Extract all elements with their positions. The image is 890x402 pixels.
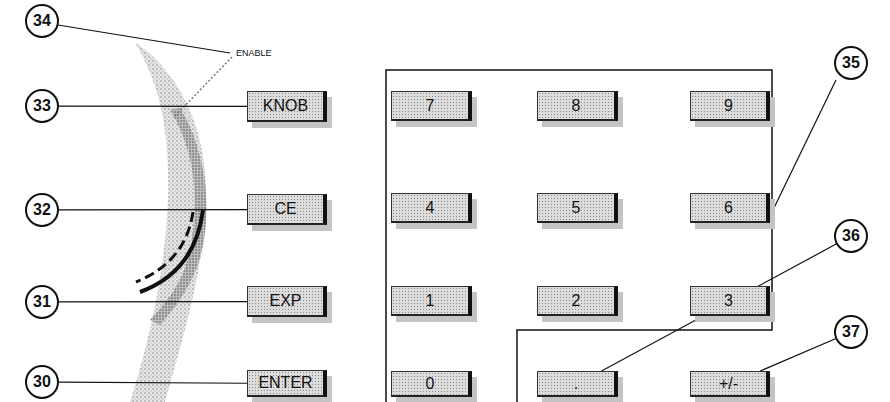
key-label: KNOB: [263, 97, 308, 115]
key-label: ENTER: [258, 374, 312, 392]
callout-circle: 36: [834, 219, 868, 253]
leader-line: [59, 382, 247, 383]
key-label: .: [574, 375, 578, 393]
keypad-key: 7: [391, 91, 472, 121]
key-label: 1: [426, 292, 435, 310]
enable-region: [130, 42, 206, 402]
callout-number: 30: [33, 373, 51, 391]
key-label: EXP: [269, 292, 301, 310]
callout-circle: 33: [25, 89, 59, 123]
key-label: 6: [724, 199, 733, 217]
key-label: 8: [572, 97, 581, 115]
keypad-key: 9: [690, 91, 770, 121]
key-label: 9: [724, 97, 733, 115]
enable-arc-dashed: [136, 212, 193, 282]
key-label: 7: [426, 97, 435, 115]
callout-number: 37: [842, 323, 860, 341]
signal-label: ENABLE: [236, 48, 272, 58]
keypad-bracket: [386, 70, 772, 402]
keypad-key: 8: [537, 91, 618, 121]
enable-pointer: [175, 57, 232, 116]
leader-line: [59, 301, 247, 303]
keypad-key: 3: [690, 286, 770, 316]
keypad-key: 0: [391, 371, 472, 397]
callout-number: 32: [33, 201, 51, 219]
keypad-key: +/-: [690, 371, 770, 397]
callout-circle: 30: [25, 365, 59, 399]
keypad-key: ENTER: [247, 370, 327, 397]
enable-arc: [140, 210, 203, 292]
callout-number: 34: [33, 12, 51, 30]
callout-circle: 34: [25, 4, 59, 38]
leader-line: [59, 105, 247, 107]
keypad-key: 1: [391, 286, 472, 316]
callout-number: 31: [33, 293, 51, 311]
keypad-key: 2: [537, 286, 618, 316]
leader-line: [58, 25, 230, 53]
callout-number: 35: [842, 54, 860, 72]
keypad-key: 5: [537, 193, 618, 223]
key-label: 2: [572, 292, 581, 310]
keypad-key: KNOB: [247, 91, 327, 122]
callout-number: 36: [842, 227, 860, 245]
leader-line: [602, 244, 837, 371]
enable-band: [150, 108, 207, 325]
callout-circle: 31: [25, 285, 59, 319]
key-label: +/-: [719, 375, 738, 393]
keypad-key: 6: [690, 193, 770, 223]
key-label: CE: [274, 200, 296, 218]
leader-line: [59, 209, 247, 211]
callout-circle: 35: [834, 46, 868, 80]
keypad-key: 4: [391, 193, 472, 223]
keypad-key: .: [537, 371, 618, 397]
keypad-key: CE: [247, 194, 327, 225]
callout-circle: 37: [834, 315, 868, 349]
keypad-key: EXP: [247, 286, 327, 317]
leader-line: [760, 339, 835, 371]
leader-line: [773, 80, 836, 210]
key-label: 3: [724, 292, 733, 310]
callout-number: 33: [33, 97, 51, 115]
callout-circle: 32: [25, 193, 59, 227]
key-label: 4: [426, 199, 435, 217]
key-label: 0: [426, 375, 435, 393]
key-label: 5: [572, 199, 581, 217]
